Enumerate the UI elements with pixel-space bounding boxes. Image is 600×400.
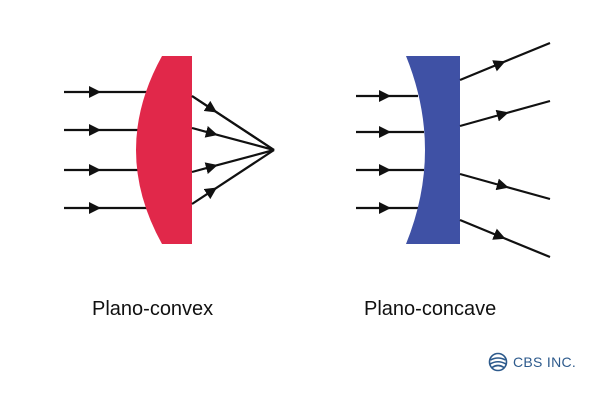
globe-icon [488, 352, 508, 372]
plano-convex-label: Plano-convex [92, 298, 214, 320]
plano-concave-group [356, 41, 551, 259]
arrow-icon [89, 124, 101, 136]
refracted-ray [191, 149, 275, 205]
diverging-ray [459, 218, 551, 259]
refracted-ray [191, 126, 275, 152]
arrow-icon [379, 126, 391, 138]
arrow-icon [89, 202, 101, 214]
arrow-icon [379, 90, 391, 102]
plano-concave-label: Plano-concave [364, 298, 497, 320]
logo-text: CBS INC. [513, 354, 577, 370]
refracted-ray [191, 95, 275, 151]
cbs-logo: CBS INC. [488, 352, 576, 372]
diverging-ray [459, 99, 551, 128]
plano-convex-group [64, 56, 275, 244]
diverging-ray [459, 41, 551, 82]
arrow-icon [379, 202, 391, 214]
arrow-icon [89, 164, 101, 176]
plano-convex-lens [136, 56, 192, 244]
refracted-ray [191, 148, 275, 174]
arrow-icon [89, 86, 101, 98]
plano-concave-lens [406, 56, 460, 244]
diverging-ray [459, 172, 551, 201]
arrow-icon [379, 164, 391, 176]
